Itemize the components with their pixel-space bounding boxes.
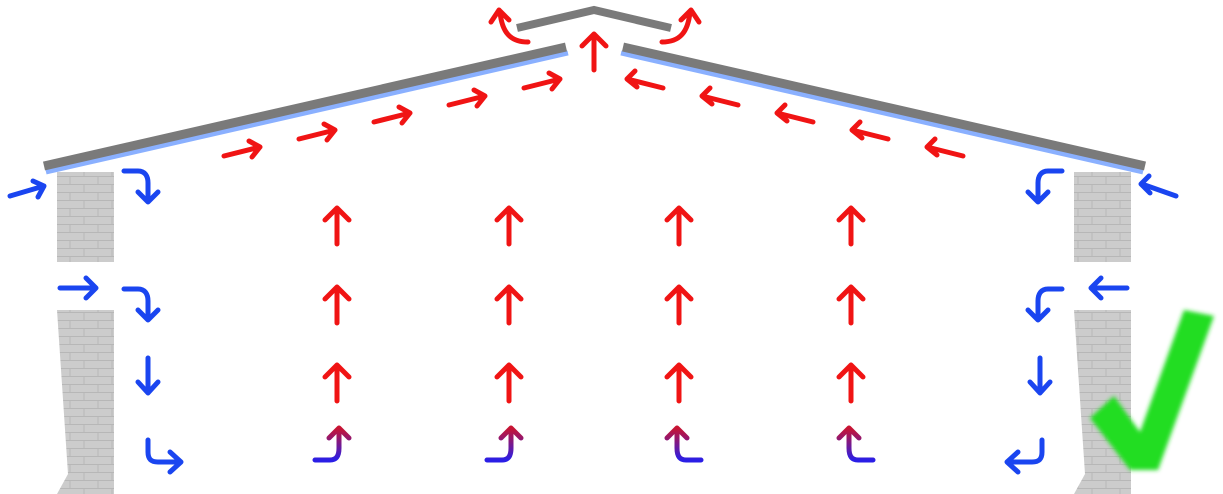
- blue-arrow: [1025, 286, 1065, 323]
- roof-underlay-left: [45, 50, 569, 175]
- floor-transition-airflow: [312, 425, 876, 463]
- left-cool-airflow: [7, 168, 184, 475]
- blue-arrow: [1027, 355, 1053, 396]
- red-arrow: [296, 121, 338, 143]
- left-wall: [57, 172, 114, 494]
- red-arrow: [836, 205, 866, 247]
- roof-underlay-right: [620, 50, 1144, 175]
- red-arrow: [322, 205, 352, 247]
- blue-arrow: [135, 355, 161, 396]
- roof: [42, 5, 1147, 175]
- blue-arrow: [1025, 168, 1065, 205]
- purple-gradient-arrow: [664, 425, 704, 463]
- red-arrow: [664, 284, 694, 326]
- blue-arrow: [57, 275, 99, 301]
- right-wall-lower: [1074, 310, 1131, 494]
- ridge-cap: [516, 5, 672, 32]
- blue-arrow: [145, 437, 184, 475]
- rising-warm-air: [322, 205, 866, 404]
- right-wall-upper: [1074, 172, 1131, 262]
- red-arrow: [494, 362, 524, 404]
- purple-gradient-arrow: [484, 425, 524, 463]
- red-arrow: [446, 87, 488, 109]
- red-arrow: [488, 7, 531, 45]
- red-arrow: [624, 68, 666, 91]
- blue-arrow: [121, 168, 161, 205]
- red-arrow: [521, 70, 563, 92]
- red-arrow: [849, 119, 891, 142]
- blue-arrow: [1004, 437, 1045, 475]
- red-arrow: [371, 104, 413, 126]
- red-arrow: [836, 284, 866, 326]
- red-arrow: [664, 362, 694, 404]
- blue-arrow: [1088, 275, 1130, 301]
- left-wall-lower: [57, 310, 114, 494]
- blue-arrow: [7, 178, 47, 200]
- right-cool-airflow: [1004, 168, 1179, 475]
- left-wall-upper: [57, 172, 114, 262]
- red-arrow: [221, 138, 263, 160]
- red-arrow: [836, 362, 866, 404]
- red-arrow: [924, 136, 966, 159]
- roof-panel-right: [621, 42, 1147, 171]
- red-arrow: [494, 284, 524, 326]
- purple-gradient-arrow: [836, 425, 876, 463]
- blue-arrow: [121, 286, 161, 323]
- red-arrow: [579, 31, 609, 73]
- red-arrow: [774, 102, 816, 125]
- red-arrow: [664, 205, 694, 247]
- green-check-mark: [1090, 310, 1214, 470]
- red-arrow: [659, 7, 702, 45]
- under-roof-airflow: [221, 68, 966, 160]
- red-arrow: [699, 85, 741, 108]
- red-arrow: [322, 362, 352, 404]
- ridge-exhaust-arrows: [488, 7, 702, 73]
- purple-gradient-arrow: [312, 425, 352, 463]
- roof-panel-left: [42, 42, 568, 171]
- red-arrow: [494, 205, 524, 247]
- red-arrow: [322, 284, 352, 326]
- blue-arrow: [1138, 173, 1179, 199]
